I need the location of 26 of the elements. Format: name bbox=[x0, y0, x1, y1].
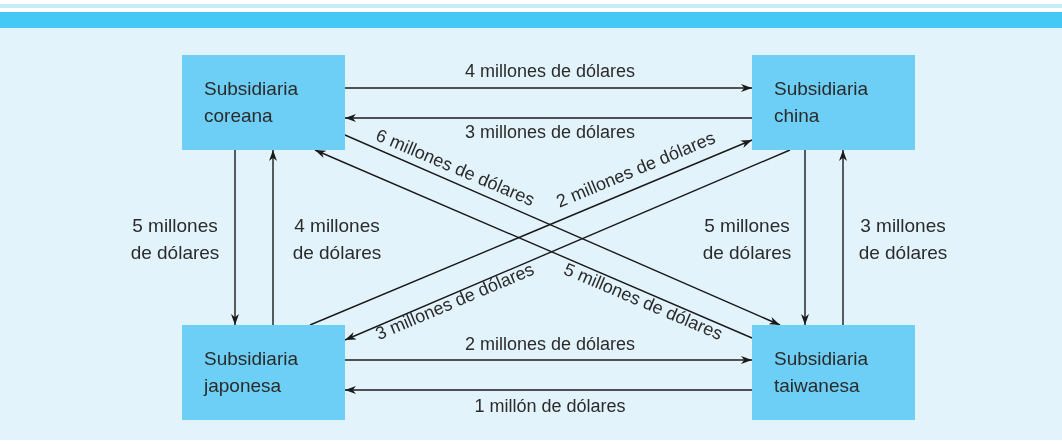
subsidiary-box bbox=[182, 55, 345, 150]
arrow bbox=[801, 149, 809, 326]
box-label: Subsidiaria taiwanesa bbox=[774, 346, 869, 398]
arrow bbox=[344, 84, 753, 92]
subsidiary-box bbox=[182, 325, 345, 420]
arrow bbox=[344, 134, 781, 326]
arrow bbox=[344, 149, 791, 341]
edge-label: 2 millones de dólares bbox=[464, 333, 636, 357]
arrow bbox=[269, 149, 277, 326]
edge-label: 1 millón de dólares bbox=[474, 395, 626, 419]
subsidiary-box bbox=[752, 325, 915, 420]
arrow bbox=[839, 149, 847, 326]
edge-label: 3 millones de dólares bbox=[464, 121, 636, 145]
edge-label: 5 millones de dólares bbox=[129, 214, 221, 265]
edge-label: 4 millones de dólares bbox=[291, 214, 383, 265]
arrow bbox=[344, 114, 753, 122]
box-label: Subsidiaria japonesa bbox=[204, 346, 299, 398]
edge-label: 4 millones de dólares bbox=[464, 60, 636, 84]
subsidiary-box bbox=[752, 55, 915, 150]
arrow bbox=[231, 149, 239, 326]
box-label: Subsidiaria coreana bbox=[204, 76, 299, 128]
arrow bbox=[344, 386, 753, 394]
arrow bbox=[344, 356, 753, 364]
edge-label: 5 millones de dólares bbox=[701, 214, 793, 265]
edge-label: 3 millones de dólares bbox=[857, 214, 949, 265]
box-label: Subsidiaria china bbox=[774, 76, 869, 128]
